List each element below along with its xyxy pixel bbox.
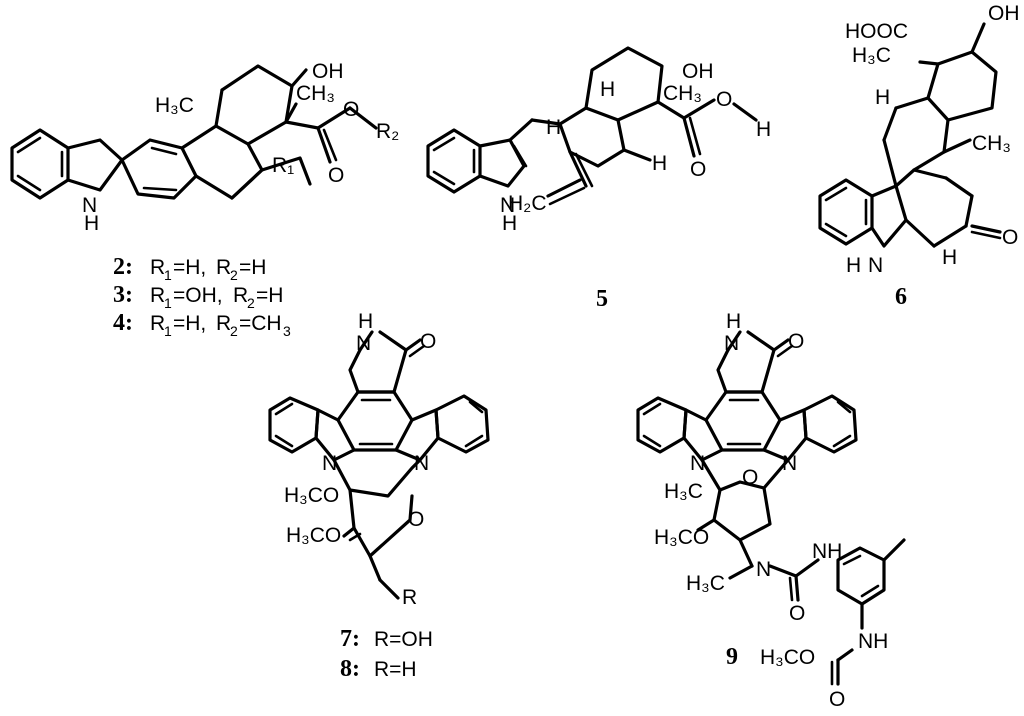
atom-h-6c: H <box>942 246 957 269</box>
label-compound-7: 7: <box>340 626 360 652</box>
atom-h-5: H <box>502 212 517 235</box>
label-compound-8: 8: <box>340 656 360 682</box>
atom-h3co-acyl-9: H₃CO <box>760 646 815 669</box>
svg-text:=H: =H <box>239 256 266 279</box>
atom-nh-aryl-9: NH <box>858 630 888 653</box>
atom-n-left-9: N <box>690 452 705 475</box>
structure-5 <box>426 46 716 206</box>
svg-text:R: R <box>233 284 248 307</box>
svg-text:2:: 2: <box>113 254 133 280</box>
svg-text:=CH: =CH <box>239 312 282 335</box>
atom-n-lactam-9: N <box>724 332 739 355</box>
atom-n-urea-9: N <box>756 558 771 581</box>
atom-h3co-7a: H₃CO <box>284 484 339 507</box>
atom-n-right-9: N <box>782 452 797 475</box>
atom-ch3-5: CH₃ <box>663 82 702 105</box>
svg-text:R: R <box>150 312 165 335</box>
atom-h3c-n-9: H₃C <box>686 572 725 595</box>
svg-text:=H,: =H, <box>173 256 206 279</box>
svg-text:=H,: =H, <box>173 312 206 335</box>
structure-9 <box>636 330 906 686</box>
atom-nh-2: N <box>82 194 97 217</box>
atom-h2c-5: H₂C <box>508 192 546 215</box>
label-compound-3: 3: R 1 =OH, R 2 =H <box>113 282 283 311</box>
svg-text:4:: 4: <box>113 310 133 336</box>
atom-nh-6: N <box>868 254 883 277</box>
atom-h-acid-5: H <box>756 118 771 141</box>
svg-text:2: 2 <box>230 267 238 283</box>
label-compound-9: 9 <box>726 644 738 670</box>
atom-h3co-7b: H₃CO <box>286 524 341 547</box>
atom-oh-5: OH <box>682 60 714 83</box>
structure-2-4 <box>10 64 378 200</box>
atom-o-ester-2: O <box>343 98 359 121</box>
atom-h-5b: H <box>652 152 667 175</box>
label-compound-5: 5 <box>596 286 608 312</box>
svg-text:R: R <box>216 312 231 335</box>
svg-text:3: 3 <box>283 323 291 339</box>
svg-text:=H: =H <box>256 284 283 307</box>
atom-o-ring-7: O <box>408 508 424 531</box>
atom-r1-2: R₁ <box>272 154 294 177</box>
atom-nh-7: H <box>358 310 373 333</box>
svg-text:R: R <box>150 256 165 279</box>
atom-h3c-6: H₃C <box>852 44 891 67</box>
atom-nh-5: N <box>500 194 515 217</box>
label-compound-7-r: R=OH <box>374 628 433 651</box>
svg-text:1: 1 <box>164 323 172 339</box>
svg-text:2: 2 <box>247 295 255 311</box>
atom-o-carbonyl-5: O <box>690 158 706 181</box>
atom-hooc-6: HOOC <box>845 20 908 43</box>
atom-o-6: O <box>1002 226 1018 249</box>
atom-o-lactam-9: O <box>788 330 804 353</box>
atom-h-6b: H <box>846 254 861 277</box>
label-compound-6: 6 <box>895 284 907 310</box>
svg-text:2: 2 <box>230 323 238 339</box>
label-compound-4: 4: R 1 =H, R 2 =CH 3 <box>113 310 291 339</box>
atom-nh-urea-9: NH <box>812 540 842 563</box>
atom-nh-9: H <box>726 310 741 333</box>
atom-o-acid-5: O <box>716 88 732 111</box>
atom-oh-6: OH <box>988 2 1020 25</box>
atom-h-5a: H <box>546 116 561 139</box>
svg-text:R: R <box>150 284 165 307</box>
atom-h3c-5: H <box>600 78 615 101</box>
atom-r-7: R <box>402 586 417 609</box>
svg-text:=OH,: =OH, <box>173 284 223 307</box>
atom-r2-2: R₂ <box>376 120 399 143</box>
atom-o-acyl-9: O <box>829 688 845 711</box>
svg-text:3:: 3: <box>113 282 133 308</box>
atom-h3c-2: H₃C <box>155 94 194 117</box>
atom-h-2: H <box>84 212 99 235</box>
atom-n-right-7: N <box>414 452 429 475</box>
atom-n-left-7: N <box>322 452 337 475</box>
atom-o-ring-9: O <box>742 466 758 489</box>
svg-text:R: R <box>216 256 231 279</box>
atom-h3c-9: H₃C <box>664 480 703 503</box>
atom-o-carbonyl-2: O <box>328 164 344 187</box>
atom-h-6a: H <box>875 86 890 109</box>
atom-h3co-9: H₃CO <box>654 526 709 549</box>
svg-text:1: 1 <box>164 267 172 283</box>
atom-o-urea-9: O <box>789 602 805 625</box>
svg-text:1: 1 <box>164 295 172 311</box>
atom-n-lactam-7: N <box>356 332 371 355</box>
atom-ch3-6: CH₃ <box>972 132 1011 155</box>
structure-7-8 <box>268 330 490 600</box>
label-compound-2: 2: R 1 =H, R 2 =H <box>113 254 266 283</box>
structure-6 <box>818 22 1002 248</box>
atom-oh-2: OH <box>312 60 344 83</box>
atom-o-lactam-7: O <box>420 330 436 353</box>
atom-ch3-2: CH₃ <box>296 82 335 105</box>
label-compound-8-r: R=H <box>374 658 417 681</box>
